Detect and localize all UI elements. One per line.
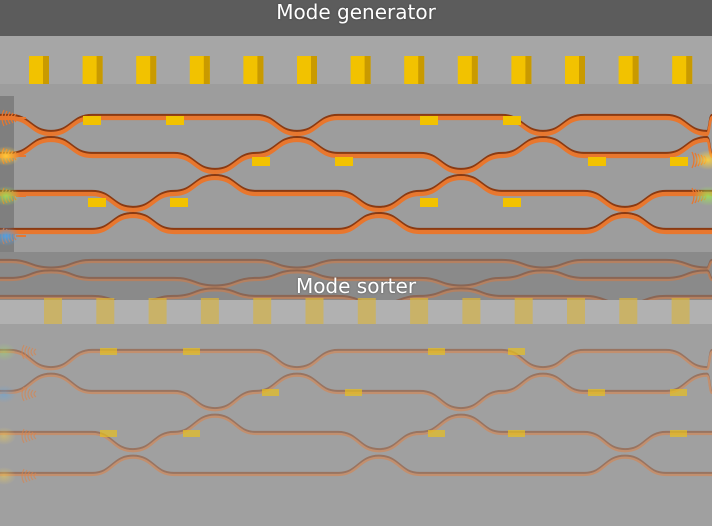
heater-pad-icon	[83, 116, 101, 125]
heater-pad-icon	[428, 348, 445, 355]
mode-sorter-chip	[0, 300, 712, 526]
heater-pad-icon	[305, 298, 324, 324]
grating-coupler-icon	[33, 472, 37, 480]
waveguide-icon	[0, 374, 712, 412]
sorter-glass-overlay	[0, 300, 712, 526]
waveguide-icon	[0, 175, 712, 211]
waveguide-icon	[0, 211, 712, 231]
heater-pad-icon	[670, 157, 688, 166]
heater-pad-icon	[514, 298, 533, 324]
heater-pad-icon	[670, 389, 687, 396]
heater-pad-icon	[671, 298, 690, 324]
sorter-waveguides	[0, 348, 712, 477]
heater-pad-icon	[508, 348, 525, 355]
heater-pad-icon	[588, 389, 605, 396]
heater-pad-icon	[166, 116, 184, 125]
waveguide-icon	[0, 258, 712, 269]
waveguide-icon	[0, 269, 712, 287]
heater-pad-icon	[588, 157, 606, 166]
heater-pad-icon	[619, 298, 638, 324]
waveguide-icon	[0, 454, 712, 475]
grating-coupler-icon	[27, 388, 31, 400]
heater-pad-icon	[262, 389, 279, 396]
heater-pad-icon	[335, 157, 353, 166]
output-glow	[694, 150, 712, 206]
heater-pad-row	[29, 56, 693, 84]
heater-pad-icon	[88, 198, 106, 207]
waveguide-icon	[0, 113, 712, 133]
waveguide-icon	[0, 415, 712, 453]
waveguide-icon	[0, 117, 712, 137]
waveguide-icon	[0, 350, 712, 371]
waveguide-icon	[0, 348, 712, 369]
heater-pad-icon	[183, 430, 200, 437]
sorter-phase-heaters	[100, 348, 687, 437]
grating-coupler-icon	[33, 390, 37, 398]
waveguide-icon	[0, 177, 712, 213]
waveguide-icon	[0, 137, 712, 173]
grating-coupler-icon	[30, 389, 34, 399]
heater-pad-icon	[100, 430, 117, 437]
heater-pad-icon	[503, 198, 521, 207]
mode-generator-title: Mode generator	[276, 0, 436, 24]
heater-pad-icon	[252, 157, 270, 166]
heater-pad-icon	[170, 198, 188, 207]
grating-coupler-icon	[24, 387, 28, 401]
heater-pad-icon	[345, 389, 362, 396]
heater-pad-icon	[670, 430, 687, 437]
heater-pad-icon	[428, 430, 445, 437]
heater-pad-icon	[503, 116, 521, 125]
grating-coupler-icon	[21, 468, 25, 484]
heater-pad-icon	[567, 298, 585, 324]
heater-pad-icon	[183, 348, 200, 355]
grating-coupler-icon	[24, 469, 28, 483]
heater-pad-icon	[200, 298, 219, 324]
heater-pad-icon	[462, 298, 481, 324]
grating-coupler-icon	[33, 432, 37, 440]
grating-coupler-icon	[21, 344, 25, 360]
waveguide-icon	[0, 213, 712, 233]
waveguide-icon	[0, 372, 712, 410]
waveguide-icon	[0, 271, 712, 289]
heater-pad-icon	[410, 298, 429, 324]
heater-pad-icon	[508, 430, 525, 437]
waveguide-icon	[0, 215, 712, 235]
grating-coupler-icon	[24, 345, 28, 359]
heater-pad-icon	[96, 298, 115, 324]
grating-coupler-icon	[33, 348, 37, 356]
heater-pad-icon	[420, 198, 438, 207]
sorter-grating-couplers	[21, 344, 37, 484]
grating-coupler-icon	[21, 386, 25, 402]
grating-coupler-icon	[24, 429, 28, 443]
sorter-port-glow	[0, 343, 16, 485]
heater-pad-icon	[148, 298, 167, 324]
waveguide-icon	[0, 115, 712, 135]
waveguide-icon	[0, 173, 712, 209]
waveguide-icon	[0, 135, 712, 171]
grating-coupler-icon	[30, 471, 34, 481]
grating-coupler-icon	[30, 347, 34, 357]
waveguide-icon	[0, 413, 712, 451]
waveguide-icon	[0, 456, 712, 477]
grating-coupler-icon	[27, 346, 31, 358]
generator-phase-heaters	[83, 116, 688, 207]
grating-coupler-icon	[30, 431, 34, 441]
heater-pad-icon	[420, 116, 438, 125]
heater-pad-icon	[44, 298, 62, 324]
grating-coupler-icon	[27, 430, 31, 442]
heater-pad-icon	[100, 348, 117, 355]
grating-coupler-icon	[21, 428, 25, 444]
grating-coupler-icon	[27, 470, 31, 482]
sorter-heater-pad-row	[44, 298, 690, 324]
reflection-band	[0, 252, 712, 318]
heater-pad-icon	[253, 298, 272, 324]
waveguide-icon	[0, 260, 712, 271]
mode-sorter-title: Mode sorter	[295, 274, 417, 298]
input-glow	[0, 146, 20, 246]
heater-pad-icon	[357, 298, 376, 324]
